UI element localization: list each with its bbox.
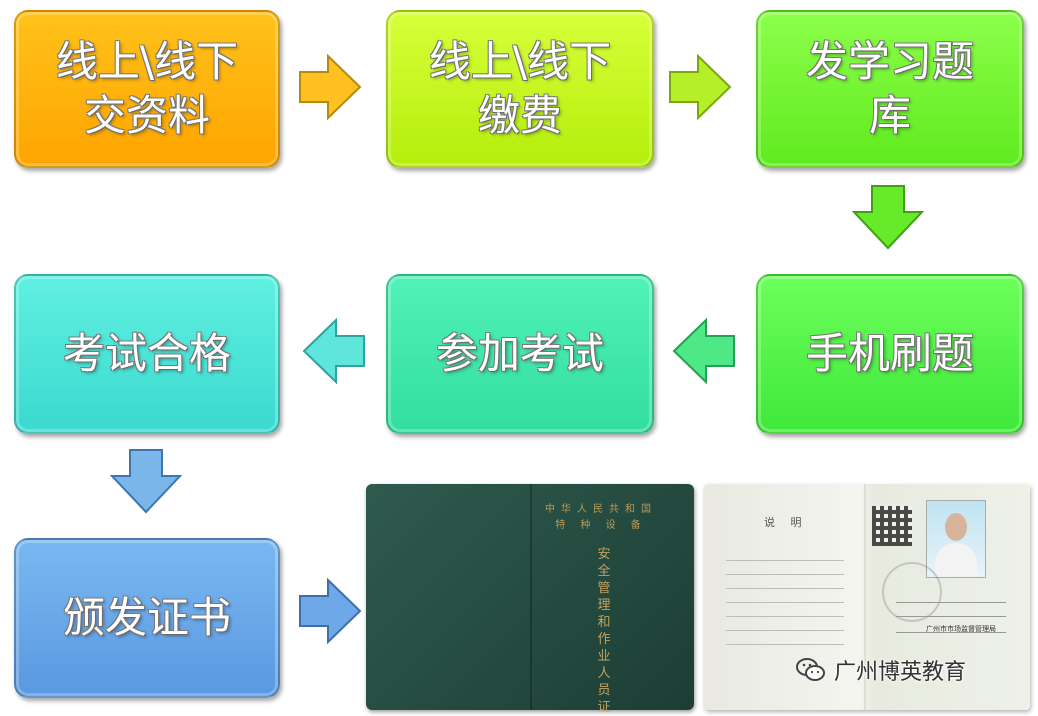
step-label-line2: 库 xyxy=(868,91,911,140)
wechat-icon xyxy=(796,657,826,683)
note-text-line xyxy=(726,630,844,631)
arrow-right-icon xyxy=(298,578,362,644)
cover-spine xyxy=(530,484,532,710)
watermark-label: 广州博英教育 xyxy=(834,660,967,685)
id-photo xyxy=(926,500,986,578)
note-text-line xyxy=(726,602,844,603)
cover-header-line2: 特 种 设 备 xyxy=(555,520,647,531)
field-line xyxy=(896,632,1006,633)
step-label-line2: 缴费 xyxy=(477,91,562,140)
step-take-exam: 参加考试 xyxy=(386,274,654,434)
photo-body xyxy=(935,543,977,577)
step-label: 考试合格 xyxy=(62,329,231,378)
qr-code-icon xyxy=(872,506,912,546)
arrow-down-icon xyxy=(852,184,924,250)
step-label-line1: 发学习题 xyxy=(805,37,974,86)
step-label: 手机刷题 xyxy=(805,329,974,378)
certificate-inner-image: 说 明 广州市市场监督管理局 xyxy=(704,484,1030,710)
step-pass-exam: 考试合格 xyxy=(14,274,280,434)
arrow-left-icon xyxy=(302,318,366,384)
step-pay-fees: 线上\线下缴费 xyxy=(386,10,654,168)
arrow-down-icon xyxy=(110,448,182,514)
note-text-line xyxy=(726,574,844,575)
step-mobile-practice: 手机刷题 xyxy=(756,274,1024,434)
step-question-bank: 发学习题库 xyxy=(756,10,1024,168)
cover-header: 中华人民共和国 特 种 设 备 xyxy=(536,502,666,534)
field-line xyxy=(896,616,1006,617)
note-text-line xyxy=(726,560,844,561)
cover-title: 安全管理和作业人员证 xyxy=(597,547,611,715)
arrow-right-icon xyxy=(668,54,732,120)
step-label-line1: 线上\线下 xyxy=(55,37,239,86)
note-text-line xyxy=(726,644,844,645)
step-label-line2: 交资料 xyxy=(83,91,210,140)
note-text-line xyxy=(726,616,844,617)
arrow-right-icon xyxy=(298,54,362,120)
step-submit-materials: 线上\线下交资料 xyxy=(14,10,280,168)
wechat-watermark: 广州博英教育 xyxy=(796,648,1030,692)
page-fold xyxy=(864,484,866,710)
step-label-line1: 线上\线下 xyxy=(428,37,612,86)
certificate-cover-image: 中华人民共和国 特 种 设 备 安全管理和作业人员证 xyxy=(366,484,694,715)
seal-stamp xyxy=(882,562,942,622)
step-label: 参加考试 xyxy=(435,329,604,378)
issuer-text: 广州市市场监督管理局 xyxy=(926,625,996,633)
arrow-left-icon xyxy=(672,318,736,384)
photo-head xyxy=(945,513,967,541)
field-line xyxy=(896,602,1006,603)
step-label: 颁发证书 xyxy=(62,593,231,642)
cover-header-line1: 中华人民共和国 xyxy=(545,504,657,515)
step-issue-certificate: 颁发证书 xyxy=(14,538,280,698)
note-text-line xyxy=(726,588,844,589)
note-title: 说 明 xyxy=(764,516,808,529)
